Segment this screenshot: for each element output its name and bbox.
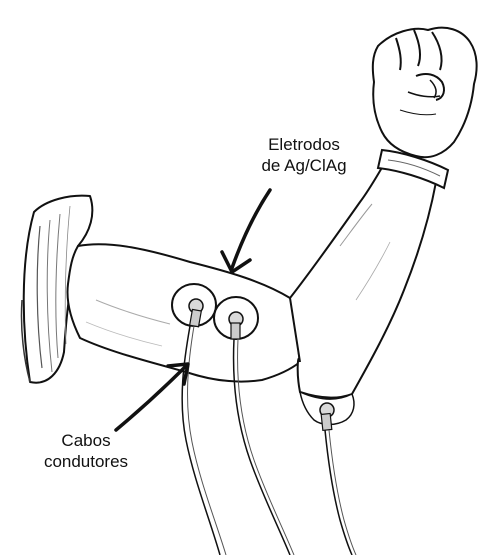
forearm — [290, 158, 436, 398]
cables-label: Cabos condutores — [26, 430, 146, 472]
lead-wire-3 — [325, 430, 352, 555]
electrode-disc-1 — [172, 284, 216, 327]
electrodes-label: Eletrodos de Ag/ClAg — [244, 134, 364, 176]
electrodes-label-line-2: de Ag/ClAg — [244, 155, 364, 176]
electrode-disc-2 — [214, 297, 258, 339]
cables-label-line-1: Cabos — [26, 430, 146, 451]
fist — [373, 28, 477, 158]
pointer-arrow-icon — [222, 190, 270, 272]
pointer-arrow-icon — [116, 364, 188, 430]
electrodes-label-line-1: Eletrodos — [244, 134, 364, 155]
cables-label-line-2: condutores — [26, 451, 146, 472]
